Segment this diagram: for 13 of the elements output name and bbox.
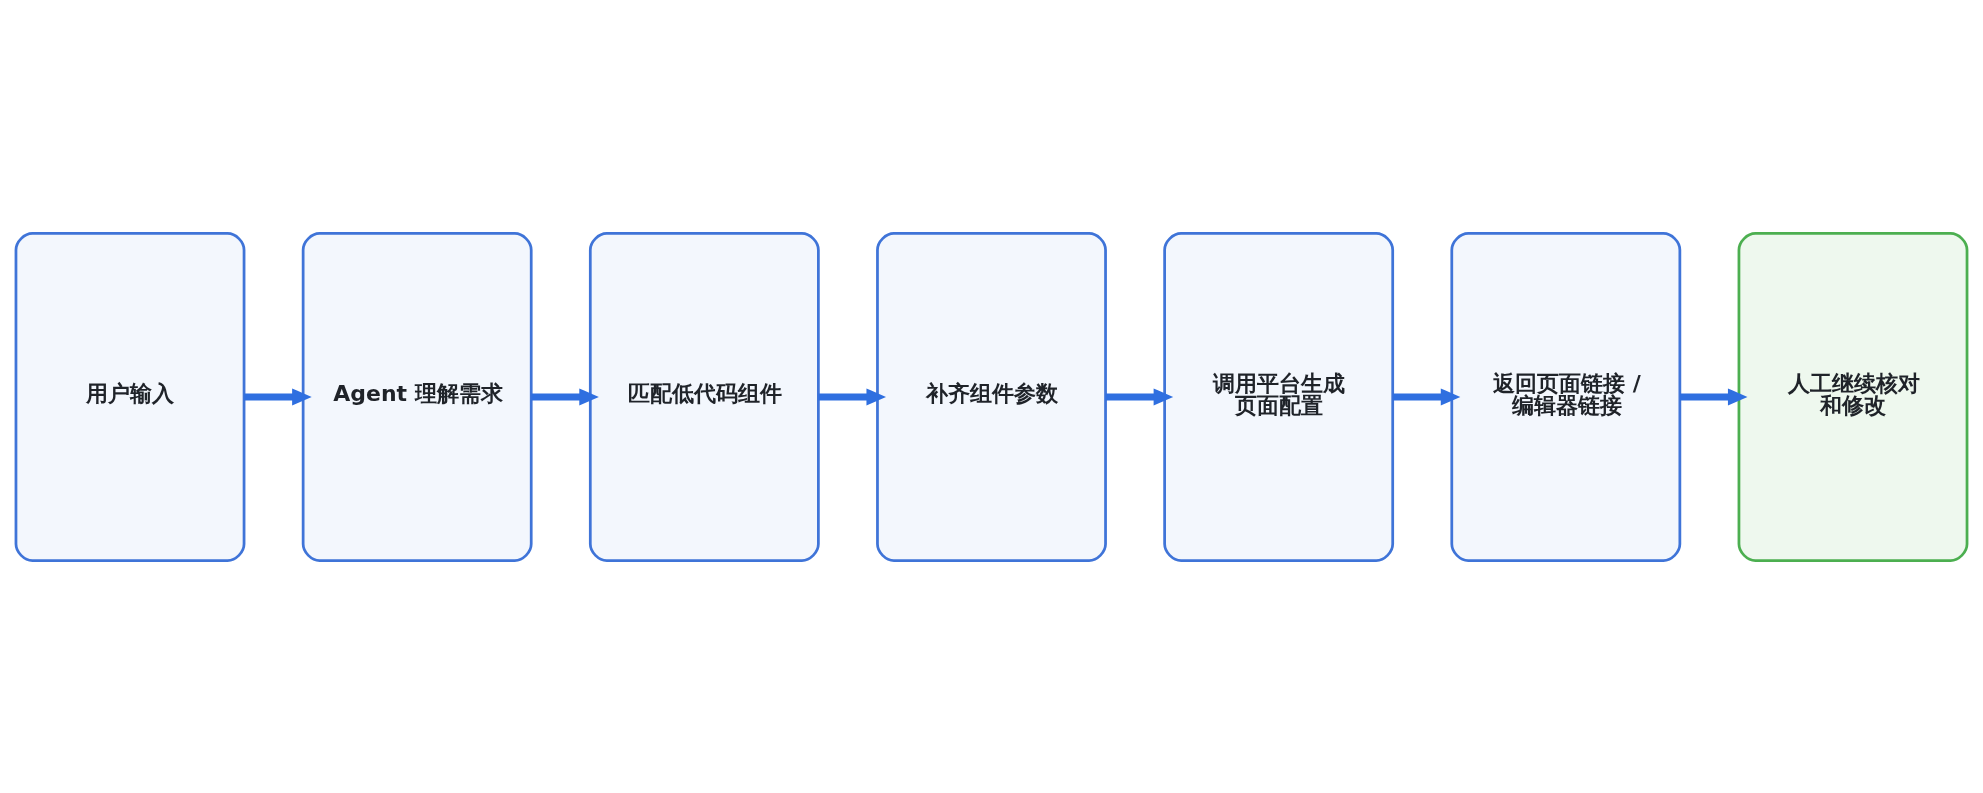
arrow — [818, 387, 886, 406]
node-box: 补齐组件参数 — [876, 231, 1107, 562]
node-box: 调用平台生成页面配置 — [1163, 231, 1395, 562]
arrow — [1105, 387, 1174, 406]
arrow — [531, 387, 599, 406]
node-box: Agent 理解需求 — [301, 231, 533, 562]
arrow — [244, 387, 312, 406]
arrow — [1392, 387, 1461, 406]
node-box: 人工继续核对和修改 — [1737, 231, 1969, 562]
node-box: 用户输入 — [14, 231, 246, 562]
arrow — [1680, 387, 1748, 406]
node-box: 匹配低代码组件 — [588, 231, 820, 562]
node-box: 返回页面链接 / 编辑器链接 — [1450, 231, 1682, 562]
